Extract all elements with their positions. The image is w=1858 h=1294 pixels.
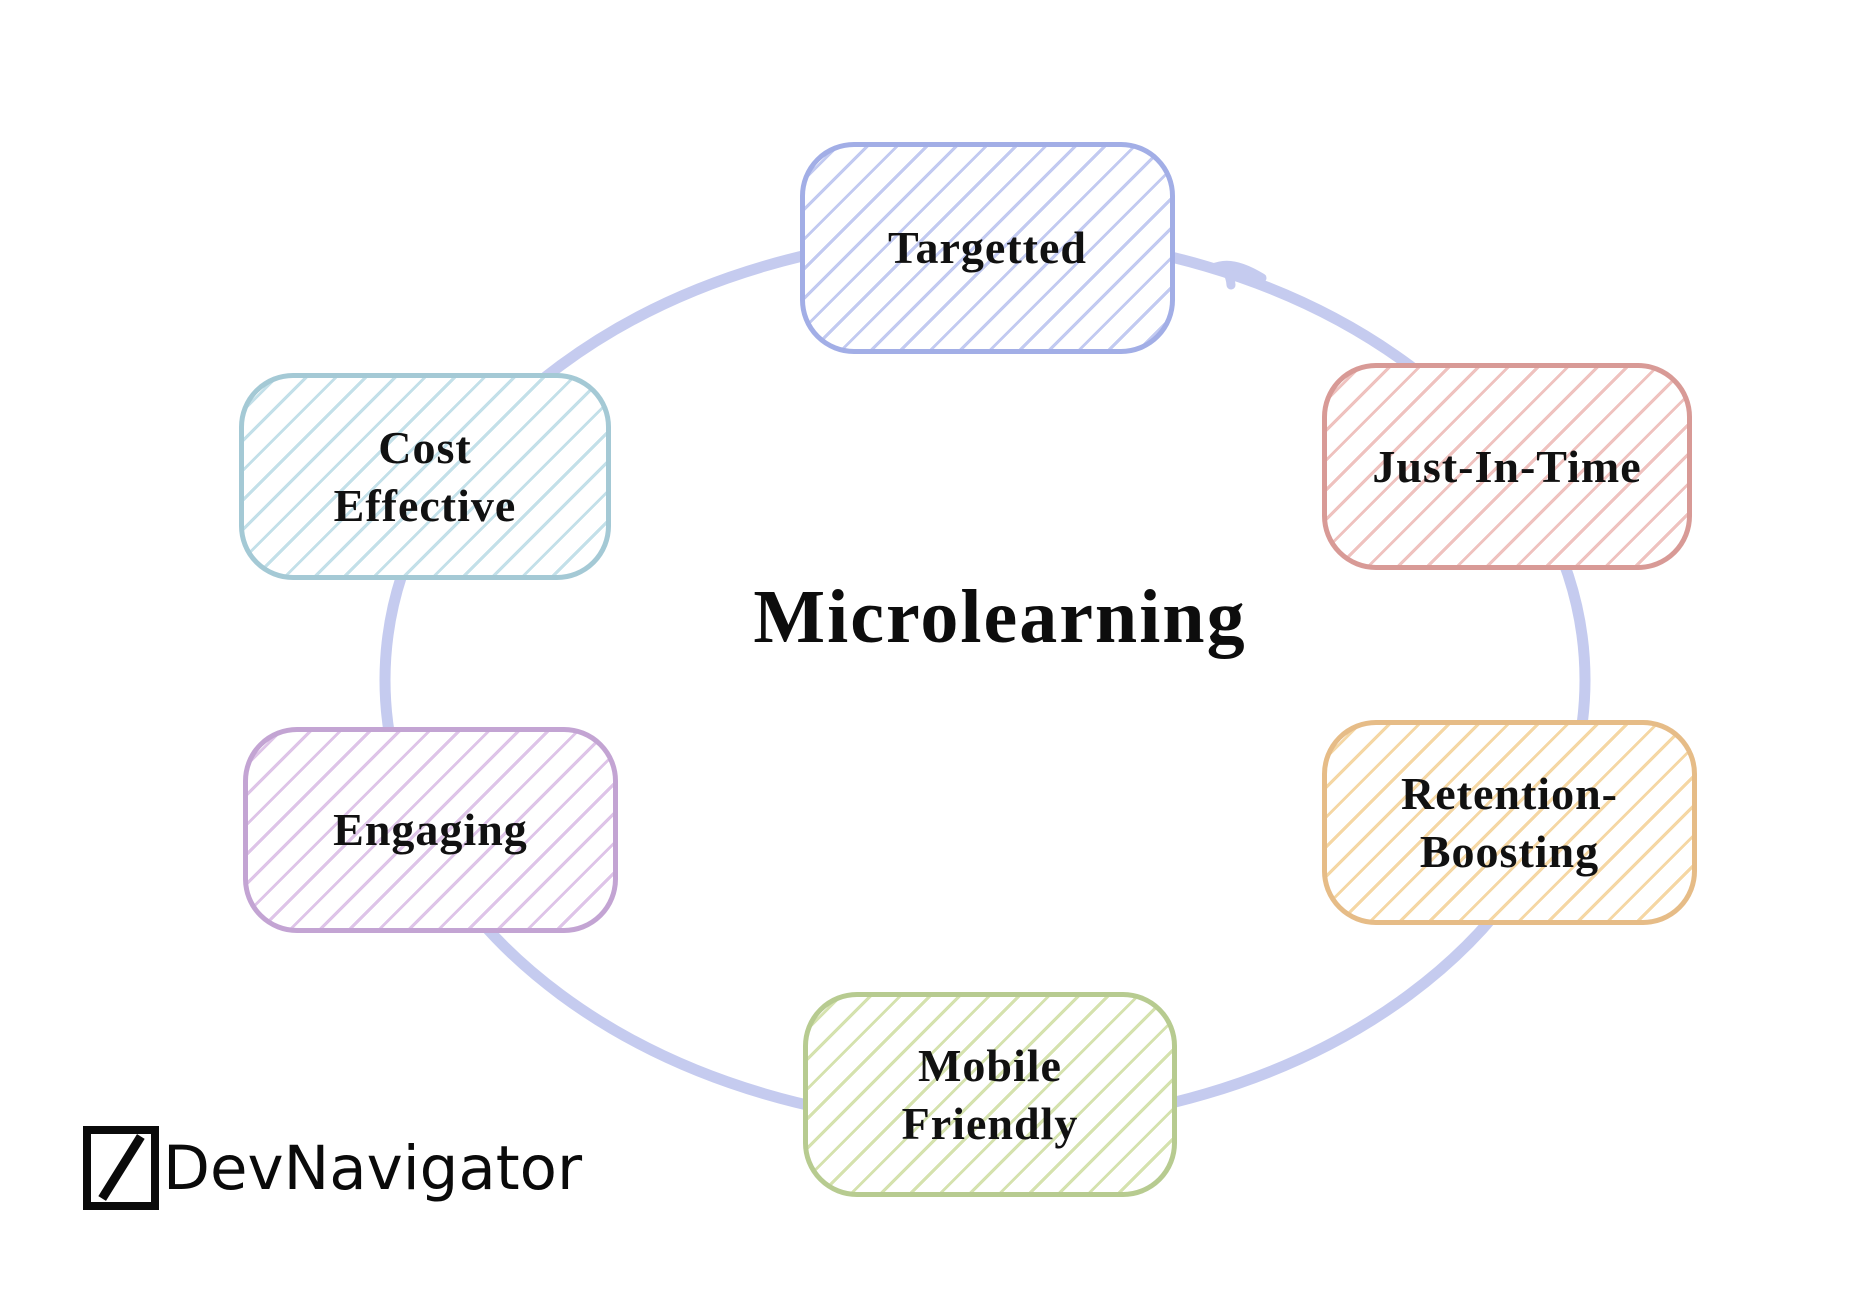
node-label: Targetted (888, 222, 1087, 274)
diagram-title: Microlearning (753, 575, 1247, 659)
slash-icon (83, 1126, 159, 1210)
brand-watermark: DevNavigator (83, 1126, 582, 1210)
node-targetted: Targetted (800, 142, 1175, 354)
node-retention-boosting: Retention- Boosting (1322, 720, 1697, 925)
arrowhead-curl-icon (1207, 260, 1267, 290)
node-label: Mobile (918, 1040, 1062, 1092)
node-label-line2: Effective (333, 479, 517, 531)
node-mobile-friendly: Mobile Friendly (803, 992, 1177, 1197)
node-label: Retention- (1401, 768, 1618, 820)
node-just-in-time: Just-In-Time (1322, 363, 1692, 570)
node-label-line2: Friendly (901, 1097, 1079, 1149)
node-label: Cost (378, 422, 472, 474)
node-label: Just-In-Time (1372, 440, 1642, 492)
node-label: Engaging (333, 804, 528, 856)
node-cost-effective: Cost Effective (239, 373, 611, 580)
node-label-line2: Boosting (1419, 825, 1600, 877)
node-engaging: Engaging (243, 727, 618, 933)
brand-name: DevNavigator (163, 1132, 583, 1204)
